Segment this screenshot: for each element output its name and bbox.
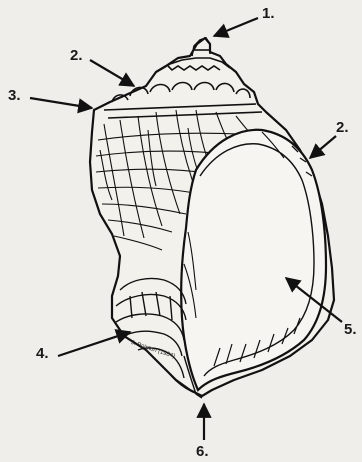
arrow-1 bbox=[214, 18, 258, 36]
arrow-3 bbox=[30, 98, 92, 108]
label-5: 5. bbox=[344, 322, 357, 337]
label-3: 3. bbox=[8, 88, 21, 103]
label-1: 1. bbox=[262, 6, 275, 21]
aperture bbox=[181, 130, 326, 390]
label-4: 4. bbox=[36, 346, 49, 361]
label-6: 6. bbox=[196, 444, 209, 459]
arrow-2b bbox=[310, 136, 336, 158]
label-2-top: 2. bbox=[70, 48, 83, 63]
label-2-right: 2. bbox=[336, 120, 349, 135]
arrow-2a bbox=[90, 60, 134, 86]
arrow-4 bbox=[58, 332, 130, 356]
